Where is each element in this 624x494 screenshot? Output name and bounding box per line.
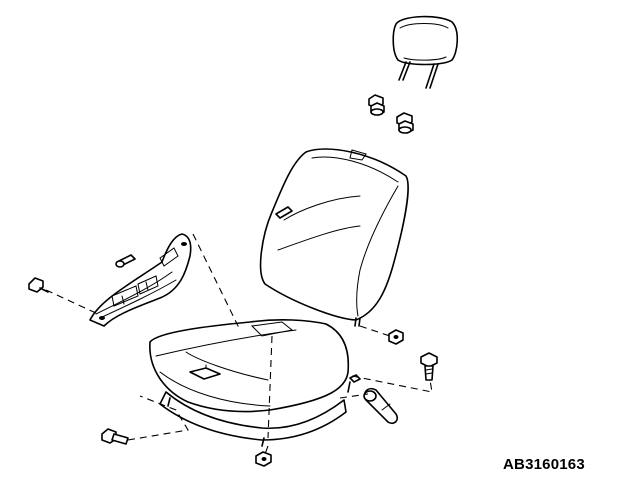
- headrest-guide-clips: [368, 94, 414, 134]
- seat-cushion: [149, 319, 361, 447]
- bolt: [420, 352, 438, 381]
- cover-pin: [115, 254, 136, 268]
- recliner-lever: [363, 387, 399, 425]
- front-bolt: [101, 428, 129, 445]
- recliner-cover: [89, 233, 192, 327]
- assembly-lines: [45, 233, 433, 455]
- seatback: [259, 148, 409, 327]
- cover-screw: [28, 277, 49, 293]
- figure-code: AB3160163: [503, 456, 585, 473]
- nut: [388, 329, 404, 345]
- headrest: [392, 15, 459, 89]
- front-nut: [255, 451, 272, 467]
